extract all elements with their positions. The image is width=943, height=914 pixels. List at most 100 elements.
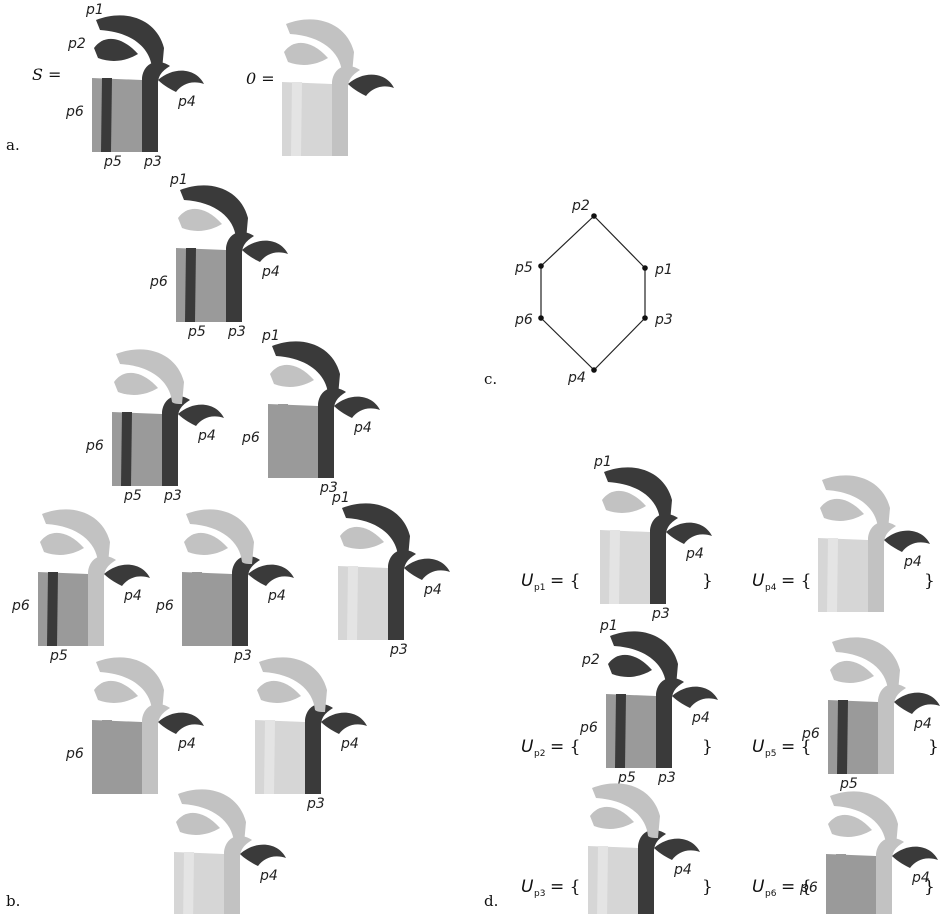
part-label-p1: p1 xyxy=(599,618,618,634)
part-p2-shape xyxy=(94,38,138,61)
part-p4-shape xyxy=(672,686,718,708)
set-letter: U xyxy=(521,571,534,591)
part-p6-shape xyxy=(338,566,388,640)
part-p5-shape xyxy=(185,248,196,322)
set-subscript: p6 xyxy=(765,889,777,899)
part-label-p1: p1 xyxy=(331,490,350,506)
part-p4-shape xyxy=(348,74,394,96)
part-p5-shape xyxy=(277,404,288,478)
part-p2-shape xyxy=(40,532,84,555)
lattice-node-p6 xyxy=(538,315,544,321)
set-open-brace: = { xyxy=(781,877,811,897)
figure-u-p1: p1 p4 p3 xyxy=(593,454,712,622)
lattice-edge-p3-p4 xyxy=(593,317,646,371)
part-p3-shape xyxy=(638,830,666,914)
part-label-p4: p4 xyxy=(123,588,142,604)
part-p4-shape xyxy=(404,558,450,580)
lattice-label-p2: p2 xyxy=(571,198,590,214)
part-p2-shape xyxy=(828,814,872,837)
part-p5-shape xyxy=(615,694,626,768)
equation-s: S = xyxy=(32,65,61,84)
set-subscript: p4 xyxy=(765,583,777,593)
part-label-p2: p2 xyxy=(67,36,86,52)
part-p2-shape xyxy=(340,526,384,549)
part-p4-shape xyxy=(242,240,288,262)
lattice-node-p2 xyxy=(591,213,597,219)
set-letter: U xyxy=(752,737,765,757)
part-label-p6: p6 xyxy=(155,598,174,614)
part-p6-shape xyxy=(268,404,318,478)
part-label-p1: p1 xyxy=(593,454,612,470)
part-label-p1: p1 xyxy=(85,2,104,18)
set-u-p4: U p4 = { } xyxy=(752,571,935,593)
lattice-edge-p2-p1 xyxy=(593,215,646,269)
part-p2-shape xyxy=(820,498,864,521)
part-p6-shape xyxy=(182,572,232,646)
lattice-node-p4 xyxy=(591,367,597,373)
part-p2-shape xyxy=(257,680,301,703)
part-label-p4: p4 xyxy=(267,588,286,604)
part-p6-shape xyxy=(176,248,226,322)
lattice-edge-p6-p4 xyxy=(540,317,595,371)
part-label-p6: p6 xyxy=(579,720,598,736)
set-open-brace: = { xyxy=(781,737,811,757)
part-label-p3: p3 xyxy=(651,606,670,622)
set-open-brace: = { xyxy=(781,571,811,591)
set-letter: U xyxy=(752,571,765,591)
part-label-p3: p3 xyxy=(233,648,252,664)
part-p6-shape xyxy=(112,412,162,486)
part-p6-shape xyxy=(92,720,142,794)
part-p2-shape xyxy=(602,490,646,513)
part-label-p5: p5 xyxy=(617,770,636,786)
set-u-p5: U p5 = { } xyxy=(752,737,939,759)
figure-b-5: p4 p6 p3 xyxy=(155,509,294,664)
part-p6-shape xyxy=(255,720,305,794)
set-u-p2: U p2 = { } xyxy=(521,737,713,759)
part-label-p4: p4 xyxy=(673,862,692,878)
part-label-p4: p4 xyxy=(911,870,930,886)
set-close-brace: } xyxy=(702,737,713,757)
part-p5-shape xyxy=(347,566,358,640)
part-p4-shape xyxy=(104,564,150,586)
part-label-p6: p6 xyxy=(11,598,30,614)
lattice-label-p5: p5 xyxy=(514,260,533,276)
part-p2-shape xyxy=(270,364,314,387)
set-u-p6: U p6 = { } xyxy=(752,877,935,899)
part-p5-shape xyxy=(827,538,838,612)
part-p4-shape xyxy=(158,712,204,734)
part-p4-shape xyxy=(321,712,367,734)
part-p5-shape xyxy=(837,700,848,774)
part-p6-shape xyxy=(606,694,656,768)
part-label-p4: p4 xyxy=(685,546,704,562)
part-label-p3: p3 xyxy=(319,480,338,496)
lattice-label-p3: p3 xyxy=(654,312,673,328)
part-p6-shape xyxy=(92,78,142,152)
figure-u-p4: p4 xyxy=(818,475,930,612)
part-label-p5: p5 xyxy=(839,776,858,792)
set-open-brace: = { xyxy=(550,737,580,757)
lattice-label-p4: p4 xyxy=(567,370,586,386)
part-label-p5: p5 xyxy=(123,488,142,504)
part-p6-shape xyxy=(818,538,868,612)
set-letter: U xyxy=(752,877,765,897)
part-label-p4: p4 xyxy=(913,716,932,732)
part-label-p4: p4 xyxy=(177,736,196,752)
set-u-p3: U p3 = { } xyxy=(521,877,713,899)
part-p4-shape xyxy=(654,838,700,860)
part-label-p6: p6 xyxy=(149,274,168,290)
part-p2-shape xyxy=(830,660,874,683)
part-label-p4: p4 xyxy=(340,736,359,752)
part-p5-shape xyxy=(609,530,620,604)
lattice-edge-p2-p5 xyxy=(540,215,595,267)
part-label-p4: p4 xyxy=(691,710,710,726)
part-label-p6: p6 xyxy=(241,430,260,446)
set-letter: U xyxy=(521,737,534,757)
part-label-p1: p1 xyxy=(261,328,280,344)
panel-label-b: b. xyxy=(6,892,20,910)
part-label-p4: p4 xyxy=(423,582,442,598)
